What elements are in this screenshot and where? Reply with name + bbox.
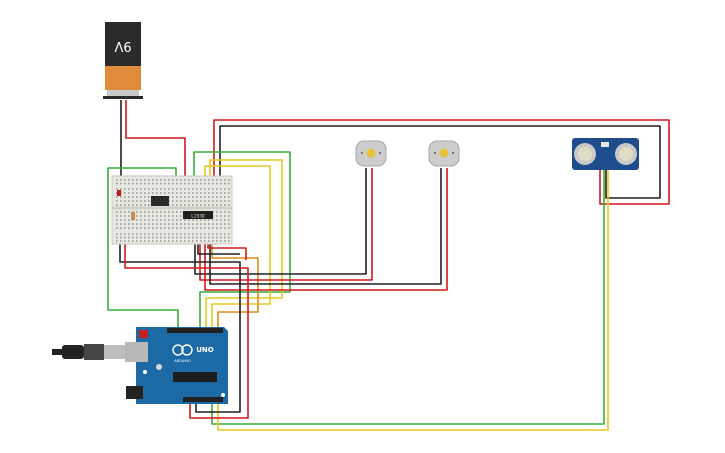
sensor-mesh-left [578, 147, 592, 161]
resistor[interactable] [131, 212, 135, 220]
battery-top [105, 22, 141, 66]
motor-1-shaft [366, 148, 376, 158]
usb-plug-grip [62, 345, 84, 359]
battery-bottom [105, 66, 141, 90]
led[interactable] [117, 190, 121, 196]
analog-header [183, 397, 223, 402]
battery-label: 9V [114, 38, 131, 53]
reset-button[interactable] [139, 330, 148, 338]
wire-motor1-black[interactable] [194, 168, 367, 275]
motor-2-screw-left [433, 151, 437, 155]
wire-motor2-black[interactable] [209, 168, 442, 285]
ultrasonic-sensor[interactable] [572, 138, 639, 170]
sensor-crystal [601, 142, 609, 147]
led-body [117, 190, 121, 196]
arduino-model: UNO [196, 346, 214, 354]
motor-1-screw-right [378, 151, 382, 155]
motor-2-shaft [439, 148, 449, 158]
driver-chip[interactable]: L293D [183, 211, 213, 220]
wire-sensor-yellow[interactable] [217, 170, 609, 431]
dc-motor-1[interactable] [355, 140, 387, 167]
sensor-mesh-right [619, 147, 633, 161]
wire-motor1-red[interactable] [199, 168, 373, 281]
wire-black-gnd[interactable] [119, 242, 241, 413]
wire-sensor-green[interactable] [211, 170, 605, 425]
arduino-logo-right [181, 344, 193, 356]
arduino-logo-left [172, 344, 184, 356]
power-jack [126, 386, 143, 399]
wire-green-top[interactable] [193, 151, 291, 330]
digital-header [167, 328, 223, 333]
mount-hole-2 [221, 393, 225, 397]
battery-9v[interactable]: 9V [103, 22, 143, 99]
wires [107, 100, 670, 431]
driver-chip-label: L293D [191, 214, 205, 220]
wire-yellow-2[interactable] [204, 165, 271, 330]
wire-sensor-black[interactable] [219, 125, 661, 199]
small-chip[interactable] [151, 196, 169, 206]
battery-terminals [107, 90, 139, 96]
motor-2-screw-right [451, 151, 455, 155]
dc-motor-2[interactable] [428, 140, 460, 167]
wire-red-5v[interactable] [124, 242, 249, 419]
arduino-uno[interactable]: ARDUINO UNO [52, 327, 228, 404]
arduino-brand: ARDUINO [174, 359, 191, 363]
usb-port [125, 342, 148, 362]
wire-yellow-top[interactable] [205, 159, 283, 330]
wire-orange[interactable] [211, 225, 259, 330]
wire-battery-red[interactable] [125, 100, 186, 182]
mount-hole [143, 370, 147, 374]
usb-plug-metal [104, 345, 126, 359]
wire-motor2-red[interactable] [204, 168, 448, 291]
motor-1-screw-left [360, 151, 364, 155]
arduino-board [135, 327, 228, 404]
wire-sensor-red[interactable] [213, 119, 670, 205]
atmega-chip [173, 372, 217, 382]
usb-plug-body [84, 344, 104, 360]
breadboard-body [111, 175, 233, 245]
usb-cable-end [52, 349, 62, 355]
wire-green-left[interactable] [107, 167, 179, 330]
driver-chip-body [183, 211, 213, 219]
capacitor [156, 364, 162, 370]
battery-connector [103, 96, 143, 99]
breadboard[interactable]: L293D [111, 175, 233, 245]
